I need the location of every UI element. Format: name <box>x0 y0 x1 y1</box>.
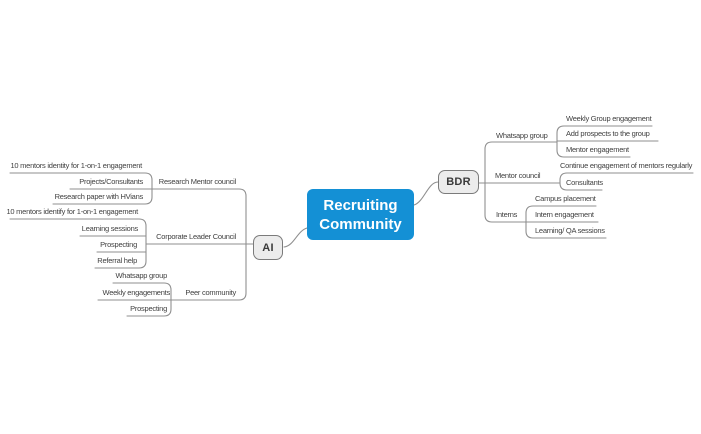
subtopic-whatsapp-group-left[interactable]: Whatsapp group <box>115 271 167 280</box>
edge-corporate-bracket <box>9 218 147 269</box>
topic-interns[interactable]: Interns <box>496 210 518 219</box>
subtopic-continue-engagement[interactable]: Continue engagement of mentors regularly <box>560 161 693 170</box>
subtopic-10-mentors-identify[interactable]: 10 mentors identify for 1-on-1 engagemen… <box>6 207 139 216</box>
root-node-recruiting-community[interactable]: Recruiting Community <box>307 189 414 240</box>
topic-mentor-council[interactable]: Mentor council <box>495 171 541 180</box>
edge-bdr-trunk <box>484 141 558 223</box>
edge-mentor-council-bracket <box>559 172 694 191</box>
edge-root-to-bdr <box>413 181 439 206</box>
subtopic-add-prospects[interactable]: Add prospects to the group <box>566 129 650 138</box>
subtopic-consultants[interactable]: Consultants <box>566 178 603 187</box>
subtopic-prospecting-corporate[interactable]: Prospecting <box>100 240 137 249</box>
subtopic-referral-help[interactable]: Referral help <box>97 256 137 265</box>
branch-node-bdr[interactable]: BDR <box>438 170 479 194</box>
subtopic-weekly-group-engagement[interactable]: Weekly Group engagement <box>566 114 652 123</box>
subtopic-weekly-engagements[interactable]: Weekly engagements <box>102 288 171 297</box>
subtopic-prospecting-peer[interactable]: Prospecting <box>130 304 167 313</box>
subtopic-research-paper-hvians[interactable]: Research paper with HVians <box>54 192 144 201</box>
subtopic-projects-consultants[interactable]: Projects/Consultants <box>79 177 143 186</box>
topic-whatsapp-group[interactable]: Whatsapp group <box>496 131 548 140</box>
edge-root-to-ai <box>283 227 308 248</box>
subtopic-campus-placement[interactable]: Campus placement <box>535 194 596 203</box>
topic-research-mentor-council[interactable]: Research Mentor council <box>158 177 236 186</box>
branch-node-ai[interactable]: AI <box>253 235 283 260</box>
topic-peer-community[interactable]: Peer community <box>185 288 236 297</box>
subtopic-learning-sessions[interactable]: Learning sessions <box>81 224 138 233</box>
subtopic-10-mentors-identity[interactable]: 10 mentors identity for 1-on-1 engagemen… <box>10 161 143 170</box>
subtopic-learning-qa-sessions[interactable]: Learning/ QA sessions <box>535 226 605 235</box>
topic-corporate-leader-council[interactable]: Corporate Leader Council <box>156 232 236 241</box>
subtopic-intern-engagement[interactable]: Intern engagement <box>535 210 594 219</box>
subtopic-mentor-engagement[interactable]: Mentor engagement <box>566 145 629 154</box>
